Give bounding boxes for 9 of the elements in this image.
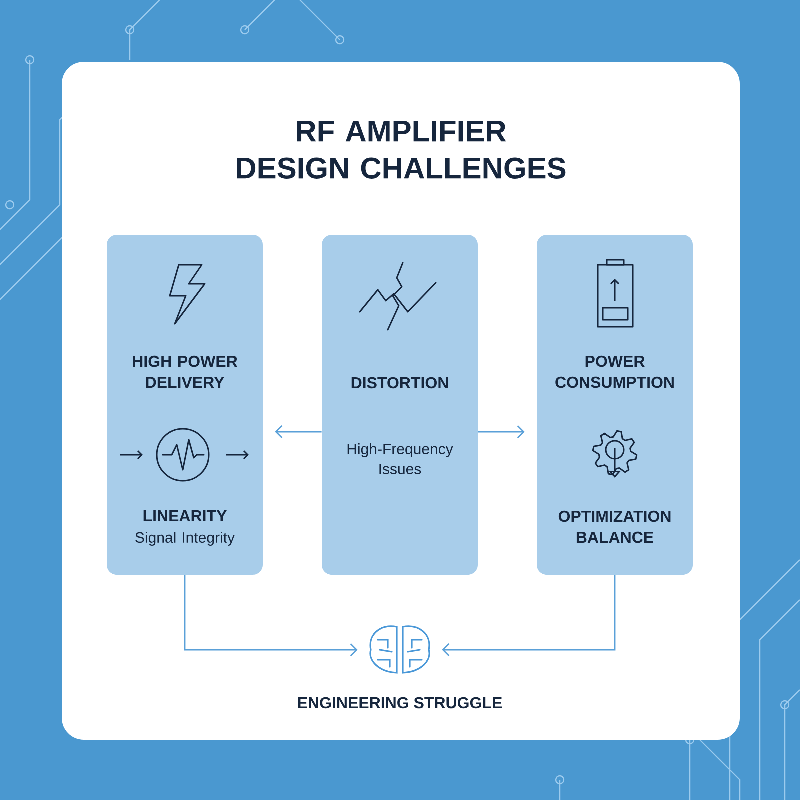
panel-heading: POWER CONSUMPTION [556, 356, 674, 388]
panel-subtitle: High-Frequency Issues [348, 443, 454, 474]
panel-heading: OPTIMIZATION BALANCE [558, 510, 671, 544]
title: RF AMPLIFIER DESIGN CHALLENGES [237, 121, 566, 179]
panel-heading: DISTORTION [352, 377, 448, 389]
panel-heading: LINEARITY [144, 510, 227, 522]
panel-subtitle: Signal Integrity [136, 532, 235, 546]
node-label: ENGINEERING STRUGGLE [298, 697, 502, 709]
panel-heading: HIGH POWER DELIVERY [133, 356, 238, 388]
